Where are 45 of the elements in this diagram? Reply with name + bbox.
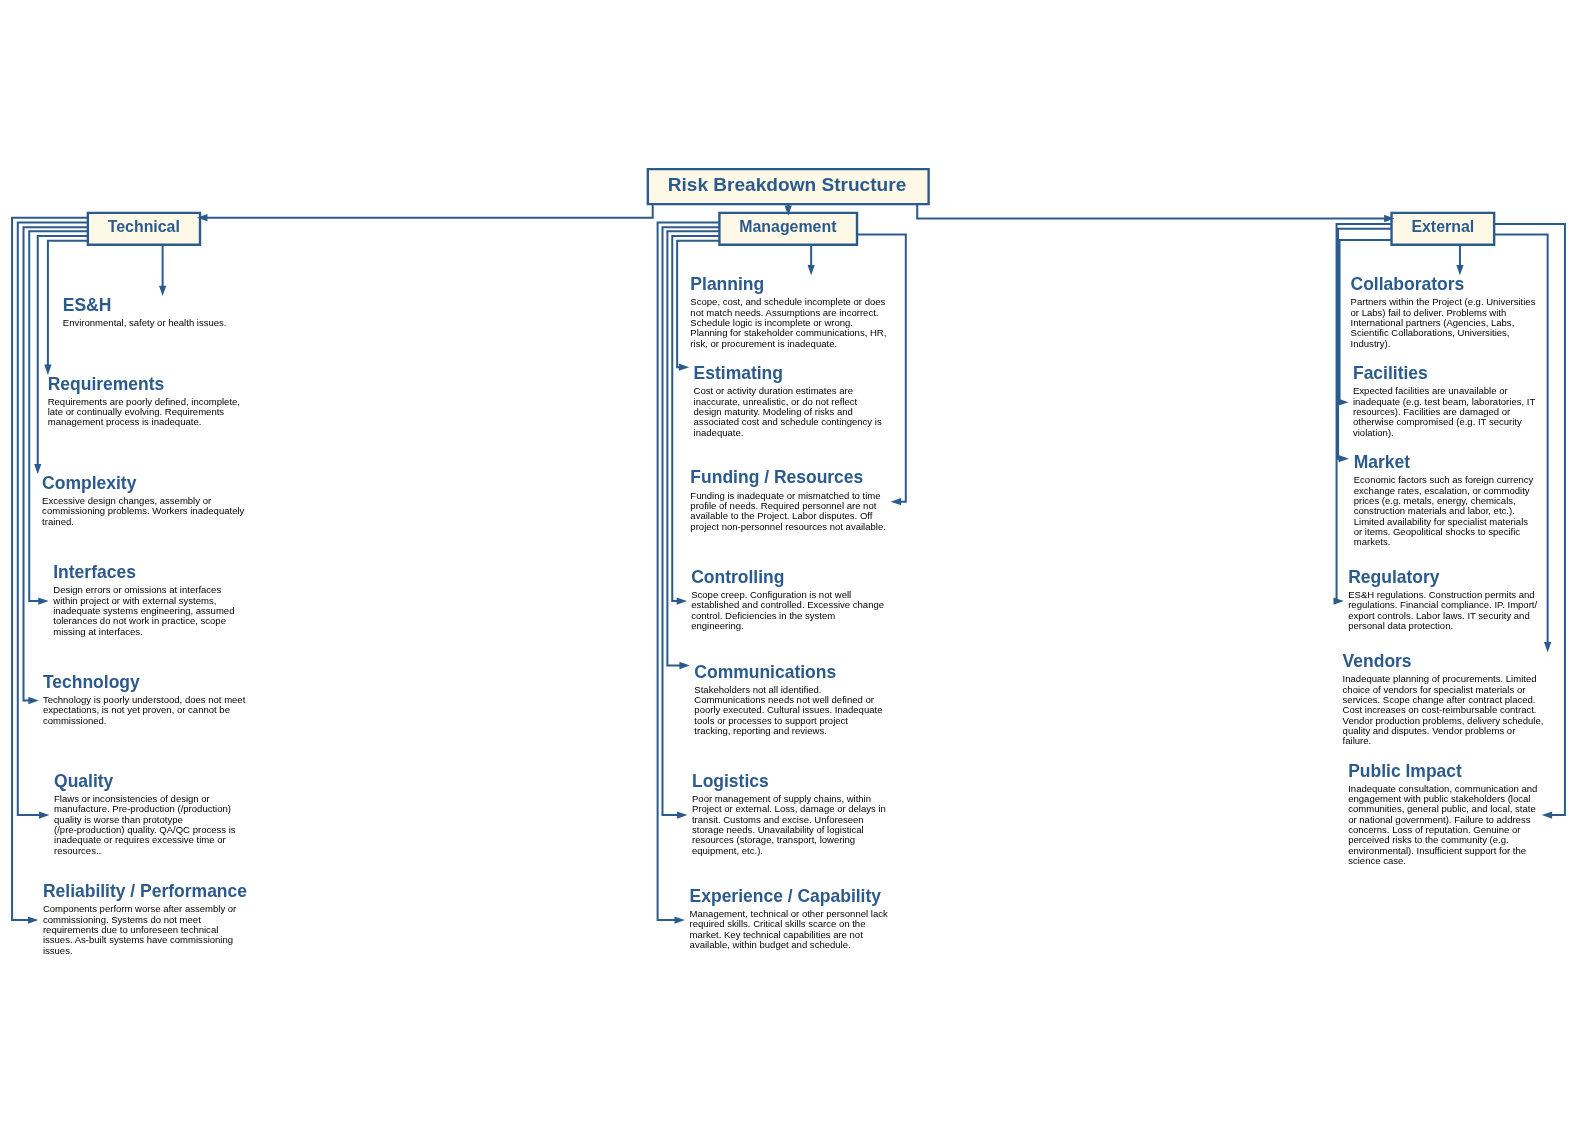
arrow	[1456, 244, 1464, 276]
arrow	[11, 216, 89, 924]
node-text: ES&H Environmental, safety or health issues.	[62, 294, 227, 328]
arrow	[1338, 238, 1393, 406]
node-text: Funding / Resources Funding is inadequate or mismatched to time profile of needs. Required personnel are not available to the Project. Labor disputes. Off project non-personnel resources not available.	[690, 467, 886, 532]
arrow	[1333, 223, 1393, 605]
node-text: Regulatory ES&H regulations. Construction permits and regulations. Financial compliance. IP. Import/ export controls. Labor laws. IT security and personal data protection.	[1348, 566, 1538, 632]
arrow	[676, 239, 721, 371]
node-text: Reliability / Performance Components perform worse after assembly or commissioning. Systems do not meet requirements due to unforeseen technical issues. As-built systems have commissioning issues.	[42, 881, 247, 956]
node-box: Management	[718, 211, 859, 246]
node-text: Vendors Inadequate planning of procurements. Limited choice of vendors for specialist materials or services. Scope change after contract placed. Cost increases on cost-reimbursable contract. Vendor production problems, delivery schedule, quality and disputes. Vendor problems or failure.	[1342, 651, 1544, 747]
arrow	[34, 235, 89, 475]
arrow	[44, 239, 89, 375]
arrow	[1493, 233, 1552, 653]
arrow	[28, 230, 89, 605]
node-box: External	[1390, 211, 1496, 246]
node-text: Market Economic factors such as foreign currency exchange rates, escalation, or commodity prices (e.g. metals, energy, chemicals, construction materials and labor, etc.). Limited availability for specialist materials or items. Geopolitical shocks to specific markets.	[1353, 452, 1534, 548]
node-text: Controlling Scope creep. Configuration is not well established and controlled. Excessive change control. Deficiencies in the system engineering.	[691, 566, 885, 632]
node-text: Complexity Excessive design changes, assembly or commissioning problems. Workers inadequately trained.	[42, 473, 245, 527]
arrow	[916, 203, 1395, 223]
node-text: Communications Stakeholders not all identified. Communications needs not well defined or poorly executed. Cultural issues. Inadequate tools or processes to support project tracking, reporting and reviews.	[694, 661, 883, 736]
arrow	[856, 233, 907, 506]
node-text: Estimating Cost or activity duration estimates are inaccurate, unrealistic, or do not reflect design maturity. Modeling of risks and associated cost and schedule contingency is inadequate.	[693, 363, 882, 438]
node-text: Experience / Capability Management, technical or other personnel lack required skills. Critical skills scarce on the market. Key technical capabilities are not available, within budget and schedule.	[689, 885, 888, 950]
node-text: Facilities Expected facilities are unavailable or inadequate (e.g. test beam, laboratories, IT resources). Facilities are damaged or otherwise compromised (e.g. IT security violation).	[1352, 363, 1536, 438]
arrow	[661, 226, 721, 819]
node-text: Collaborators Partners within the Project (e.g. Universities or Labs) fail to deliver. Problems with International partners (Agencies, Labs, Scientific Collaborations, Universities, Industry).	[1350, 274, 1536, 349]
arrow	[16, 221, 89, 819]
node-text: Interfaces Design errors or omissions at interfaces within project or with external systems, inadequate systems engineering, assumed tolerances do not work in practice, scope missing at interfaces.	[53, 562, 235, 637]
node-text: Technology Technology is poorly understood, does not meet expectations, is not yet proven, or cannot be commissioned.	[42, 671, 246, 726]
node-text: Public Impact Inadequate consultation, communication and engagement with public stakeholders (local communities, general public, and local, state or national government). Failure to address concerns. Loss of reputation. Genuine or perceived risks to the community (e.g. environmental). Insufficient support for the science case.	[1348, 760, 1538, 867]
node-text: Planning Scope, cost, and schedule incomplete or does not match needs. Assumptions are incorrect. Schedule logic is incomplete or wrong. Planning for stakeholder communications, HR, risk, or procurement is inadequate.	[690, 274, 887, 349]
arrow	[159, 244, 167, 297]
node-text: Logistics Poor management of supply chains, within Project or external. Loss, damage or delays in transit. Customs and excise. Unforeseen storage needs. Unavailability of logistical resources (storage, transport, lowering equipment, etc.).	[691, 770, 886, 856]
arrow	[22, 226, 89, 705]
arrow	[666, 230, 721, 670]
arrow	[1337, 227, 1393, 463]
node-box: Technical	[86, 211, 202, 246]
arrow	[656, 221, 721, 924]
arrow	[1493, 223, 1566, 819]
node-text: Quality Flaws or inconsistencies of design or manufacture. Pre-production (/production) quality is worse than prototype (/pre-production) quality. QA/QC process is inadequate or requires excessive time or resources..	[54, 770, 236, 856]
arrow	[197, 203, 654, 222]
arrow	[807, 244, 815, 276]
arrow	[671, 235, 721, 605]
node-text: Requirements Requirements are poorly defined, incomplete, late or continually evolving. Requirements management process is inadequate.	[47, 373, 241, 428]
